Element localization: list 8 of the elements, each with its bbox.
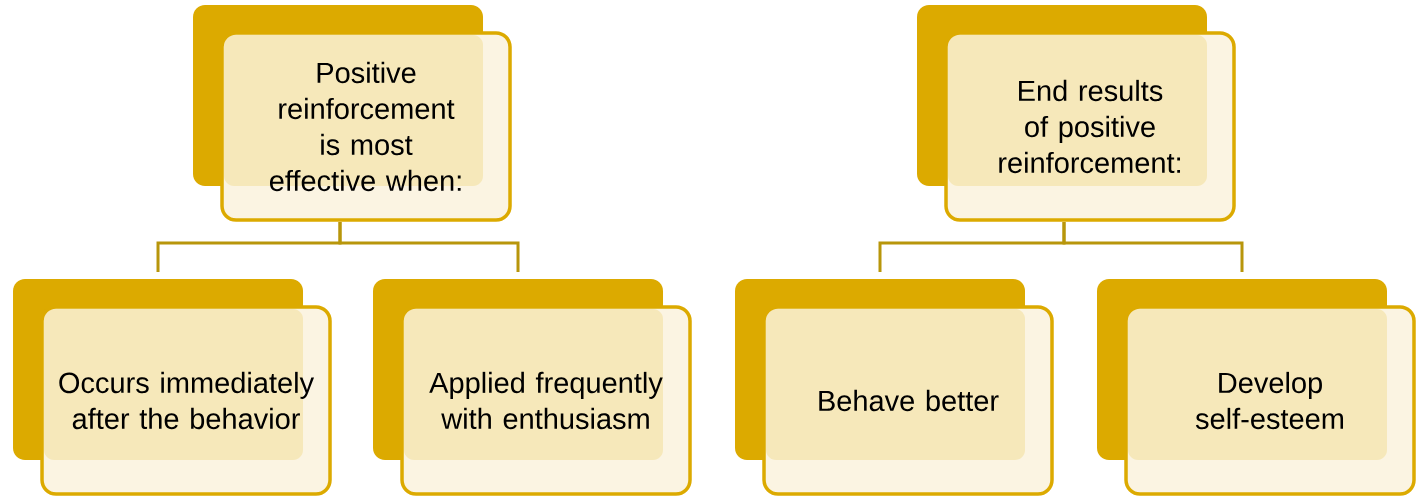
text-box: Applied frequently with enthusiasm bbox=[373, 279, 692, 496]
connector-line bbox=[338, 222, 520, 272]
text-box: Positive reinforcement is most effective when: bbox=[193, 5, 512, 222]
text-box: End results of positive reinforcement: bbox=[917, 5, 1236, 222]
text-box: Develop self-esteem bbox=[1097, 279, 1416, 496]
text-box: Behave better bbox=[735, 279, 1054, 496]
text-box: Occurs immediately after the behavior bbox=[13, 279, 332, 496]
connector-line bbox=[1062, 222, 1244, 272]
